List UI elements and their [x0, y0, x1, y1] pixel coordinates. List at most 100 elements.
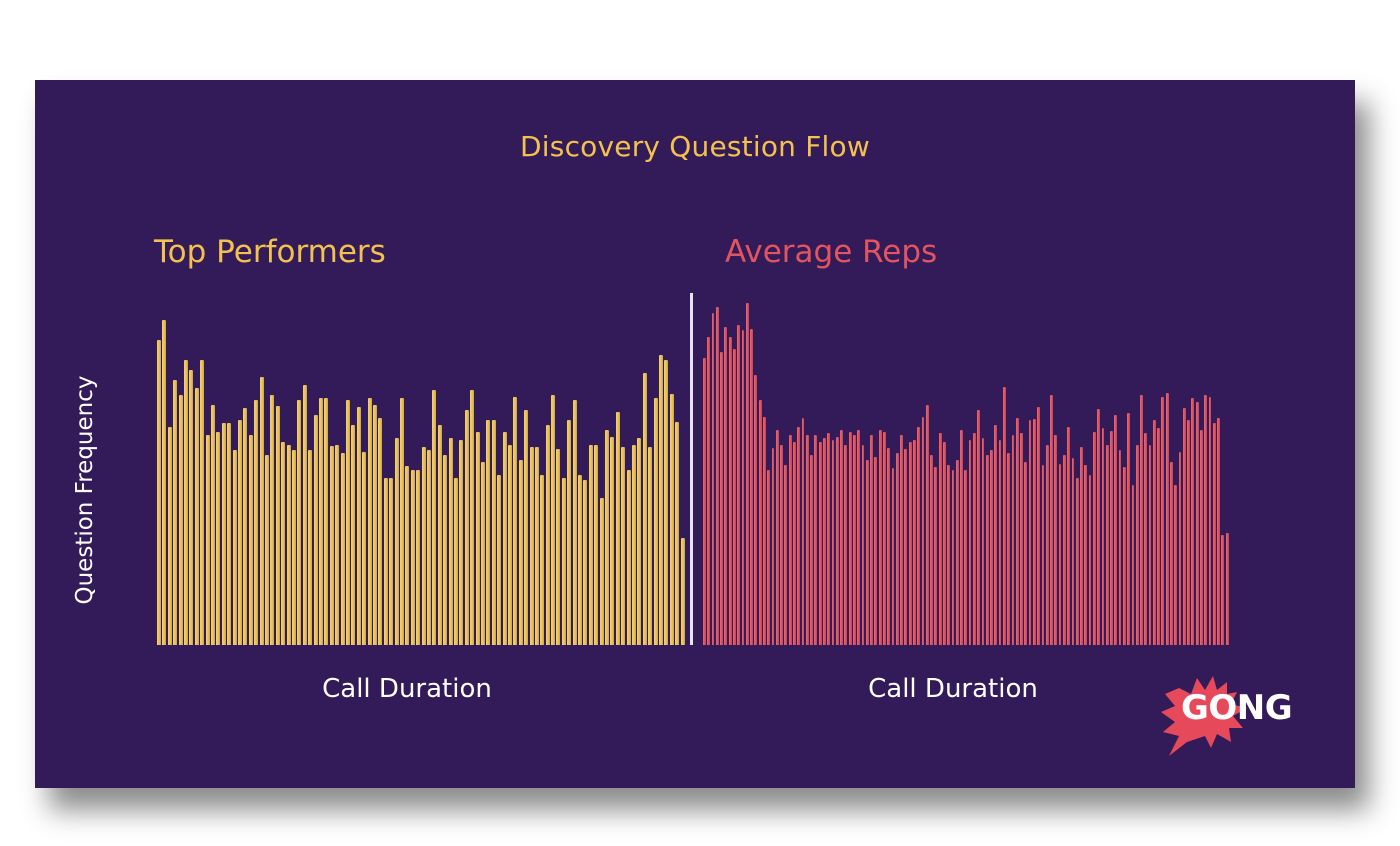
- average-reps-bar: [912, 440, 916, 645]
- top-performers-bar: [345, 400, 350, 645]
- average-reps-bar: [895, 453, 899, 645]
- top-performers-heading: Top Performers: [154, 234, 386, 270]
- top-performers-bar: [194, 388, 199, 645]
- average-reps-bar: [1011, 435, 1015, 645]
- top-performers-bar: [675, 422, 680, 645]
- top-performers-bar: [157, 340, 161, 645]
- average-reps-bar: [1071, 458, 1075, 645]
- top-performers-bar: [540, 475, 545, 645]
- average-reps-bar: [1067, 427, 1071, 645]
- top-performers-bar: [567, 420, 572, 645]
- average-reps-bar: [1122, 467, 1126, 645]
- top-performers-bar: [642, 373, 647, 645]
- top-performers-bar: [205, 435, 210, 645]
- average-reps-bar: [831, 440, 835, 645]
- average-reps-bar: [1225, 533, 1229, 645]
- top-performers-bar: [632, 445, 636, 645]
- top-performers-bar: [518, 460, 523, 645]
- top-performers-bar: [648, 447, 653, 645]
- top-performers-bar: [162, 320, 167, 645]
- average-reps-bar: [865, 460, 869, 645]
- chart-title: Discovery Question Flow: [520, 130, 870, 163]
- top-performers-bar: [394, 438, 399, 645]
- top-performers-bar: [275, 406, 280, 645]
- average-reps-bar: [1050, 395, 1053, 645]
- top-performers-bar: [588, 445, 593, 645]
- average-reps-bar: [1221, 535, 1225, 645]
- average-reps-bar: [960, 430, 963, 645]
- top-performers-bar: [248, 435, 253, 645]
- average-reps-bar: [870, 435, 873, 645]
- average-reps-bar: [703, 358, 706, 645]
- top-performers-bar: [572, 400, 577, 645]
- top-performers-bar: [578, 475, 582, 645]
- top-performers-bar: [594, 445, 599, 645]
- top-performers-bar: [356, 407, 361, 645]
- average-reps-bar: [1144, 433, 1148, 645]
- top-performers-bar: [378, 418, 383, 645]
- top-performers-bar: [475, 432, 480, 645]
- average-reps-bar: [1084, 465, 1088, 645]
- average-reps-bar: [1002, 387, 1006, 645]
- top-performers-bar: [308, 450, 313, 645]
- top-performers-bar: [211, 405, 215, 645]
- top-performers-bar: [534, 447, 539, 645]
- average-reps-bar: [1195, 402, 1199, 645]
- average-reps-bar: [720, 352, 723, 645]
- average-reps-bar: [1204, 395, 1208, 645]
- top-performers-bar: [529, 447, 534, 645]
- top-performers-bar: [599, 498, 604, 645]
- average-reps-bar: [942, 442, 946, 645]
- bar-chart-area: [35, 80, 1355, 788]
- top-performers-x-axis-label: Call Duration: [322, 674, 492, 704]
- average-reps-bar: [1110, 431, 1113, 645]
- top-performers-bar: [232, 450, 237, 645]
- average-reps-bar: [1097, 409, 1101, 645]
- average-reps-bar: [977, 410, 981, 645]
- average-reps-bar: [793, 442, 796, 645]
- average-reps-bar: [840, 430, 843, 645]
- average-reps-bar: [878, 430, 882, 645]
- average-reps-bar: [827, 433, 831, 645]
- average-reps-bar: [1148, 445, 1152, 645]
- average-reps-bar: [1118, 450, 1122, 645]
- average-reps-bar: [968, 440, 972, 645]
- average-reps-bar: [857, 430, 861, 645]
- average-reps-bar: [964, 470, 968, 645]
- average-reps-bar: [1092, 432, 1096, 645]
- average-reps-bar: [1020, 433, 1023, 645]
- top-performers-bar: [621, 447, 626, 645]
- top-performers-bar: [313, 415, 318, 645]
- top-performers-bar: [659, 355, 663, 645]
- average-reps-bar: [994, 425, 998, 645]
- average-reps-bar: [844, 445, 848, 645]
- top-performers-bar: [583, 480, 588, 645]
- top-performers-bar: [556, 449, 561, 645]
- average-reps-bar: [1127, 413, 1131, 645]
- average-reps-bar: [861, 445, 865, 645]
- top-performers-bar: [362, 452, 367, 645]
- top-performers-bar: [669, 394, 674, 645]
- average-reps-bar: [1088, 475, 1092, 645]
- top-performers-bar: [605, 430, 609, 645]
- average-reps-bar: [784, 465, 788, 645]
- average-reps-bar: [887, 448, 891, 645]
- top-performers-bar: [561, 478, 566, 645]
- average-reps-bar: [1024, 462, 1028, 645]
- average-reps-bar: [1157, 428, 1161, 645]
- average-reps-bar: [1191, 398, 1195, 645]
- average-reps-bar: [767, 470, 771, 645]
- chart-panel: Discovery Question Flow Top Performers A…: [35, 80, 1355, 788]
- top-performers-bar: [281, 442, 286, 645]
- average-reps-bar: [1212, 423, 1216, 645]
- average-reps-bar: [775, 430, 779, 645]
- top-performers-bar: [453, 478, 458, 645]
- average-reps-bar: [745, 303, 749, 645]
- average-reps-bar: [750, 329, 753, 645]
- top-performers-bar: [421, 447, 426, 645]
- top-performers-bar: [399, 398, 404, 645]
- average-reps-bar: [1032, 419, 1036, 645]
- top-performers-bar: [664, 360, 669, 645]
- average-reps-bar: [818, 442, 822, 645]
- top-performers-bar: [497, 475, 502, 645]
